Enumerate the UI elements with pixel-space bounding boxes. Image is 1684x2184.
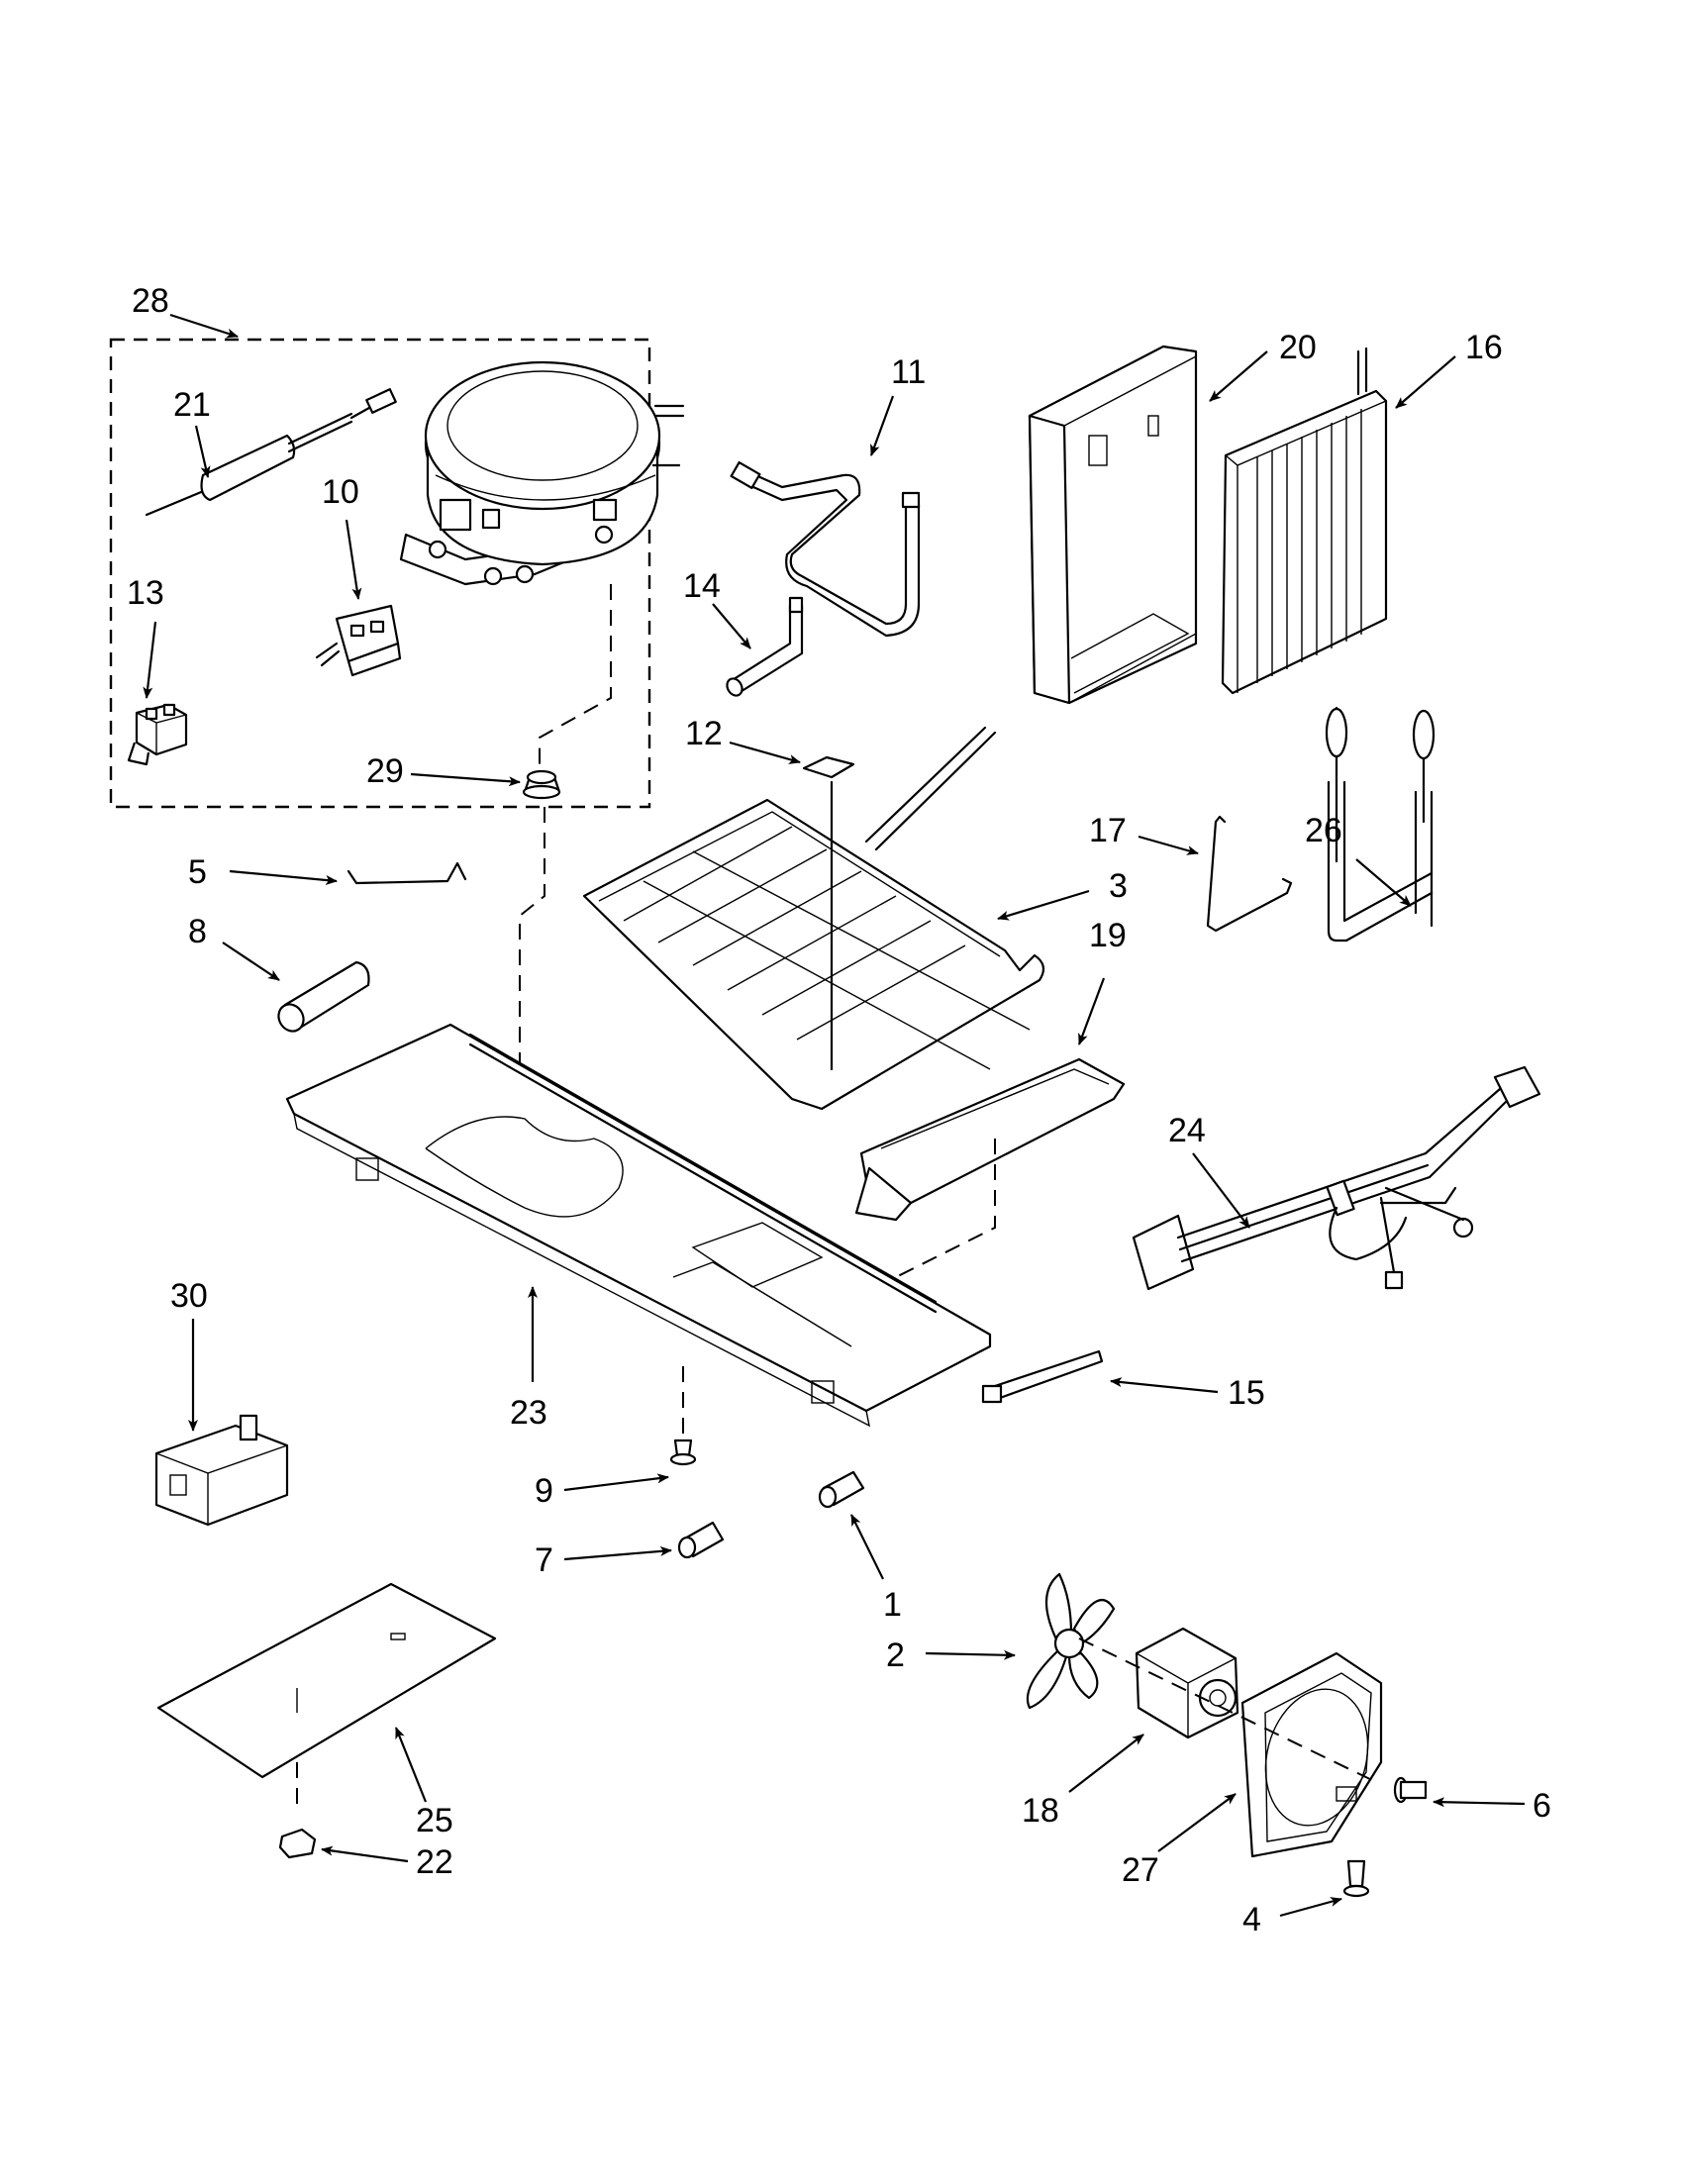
part-7-spacer [677,1521,725,1559]
callout-29: 29 [366,752,404,790]
part-6-screw [1393,1776,1428,1804]
part-24-wire-harness [1132,1065,1541,1291]
part-3-evaporator [582,726,1045,1111]
part-19-drain-pan [854,1057,1126,1222]
callout-15: 15 [1228,1374,1265,1412]
part-30-control-module [154,1414,289,1527]
part-12-clip [802,755,855,779]
callout-12: 12 [685,715,723,752]
callout-24: 24 [1168,1112,1206,1149]
callout-26: 26 [1305,812,1342,849]
part-8-tube [277,960,370,1033]
callout-1: 1 [883,1586,902,1624]
part-11-tube [730,460,921,638]
part-16-condenser [1221,347,1388,695]
part-10-relay [315,604,402,677]
callout-21: 21 [173,386,211,424]
callout-13: 13 [127,574,164,612]
callout-4: 4 [1242,1901,1261,1938]
callout-16: 16 [1465,329,1503,366]
part-15-cable-tie [981,1349,1104,1404]
callout-7: 7 [535,1541,553,1579]
callout-27: 27 [1122,1851,1159,1889]
compressor-assembly-box [109,338,651,809]
part-26-tube-assembly [1325,706,1436,943]
part-29-grommet [522,769,561,800]
part-25-insulation-sheet [156,1582,497,1779]
callout-20: 20 [1279,329,1317,366]
part-4-screw [1342,1859,1370,1898]
callout-25: 25 [416,1802,453,1839]
part-1-spacer [818,1470,865,1509]
callout-3: 3 [1109,867,1128,905]
part-17-wire [1206,815,1293,933]
part-27-fan-bracket [1240,1651,1383,1858]
callout-11: 11 [891,353,926,391]
callout-19: 19 [1089,917,1127,954]
callout-30: 30 [170,1277,208,1315]
part-2-fan-blade [1026,1572,1116,1710]
part-22-clip [278,1828,317,1859]
callout-2: 2 [886,1637,905,1674]
compressor [399,360,685,586]
callout-9: 9 [535,1472,553,1510]
callout-22: 22 [416,1843,453,1881]
part-20-shroud [1028,345,1198,705]
callout-14: 14 [683,567,721,605]
part-9-screw [669,1366,697,1466]
callout-28: 28 [132,282,169,320]
part-21-drier [145,388,397,517]
callout-17: 17 [1089,812,1127,849]
callout-18: 18 [1022,1792,1059,1830]
part-5-wire [347,861,467,885]
part-23-base-plate [285,1023,992,1428]
callout-6: 6 [1533,1787,1551,1825]
part-14-tube [726,596,804,697]
callout-10: 10 [322,473,359,511]
callout-5: 5 [188,853,207,891]
callout-8: 8 [188,913,207,950]
callout-23: 23 [510,1394,547,1432]
part-13-overload [127,703,188,766]
part-18-fan-motor [1135,1627,1239,1739]
